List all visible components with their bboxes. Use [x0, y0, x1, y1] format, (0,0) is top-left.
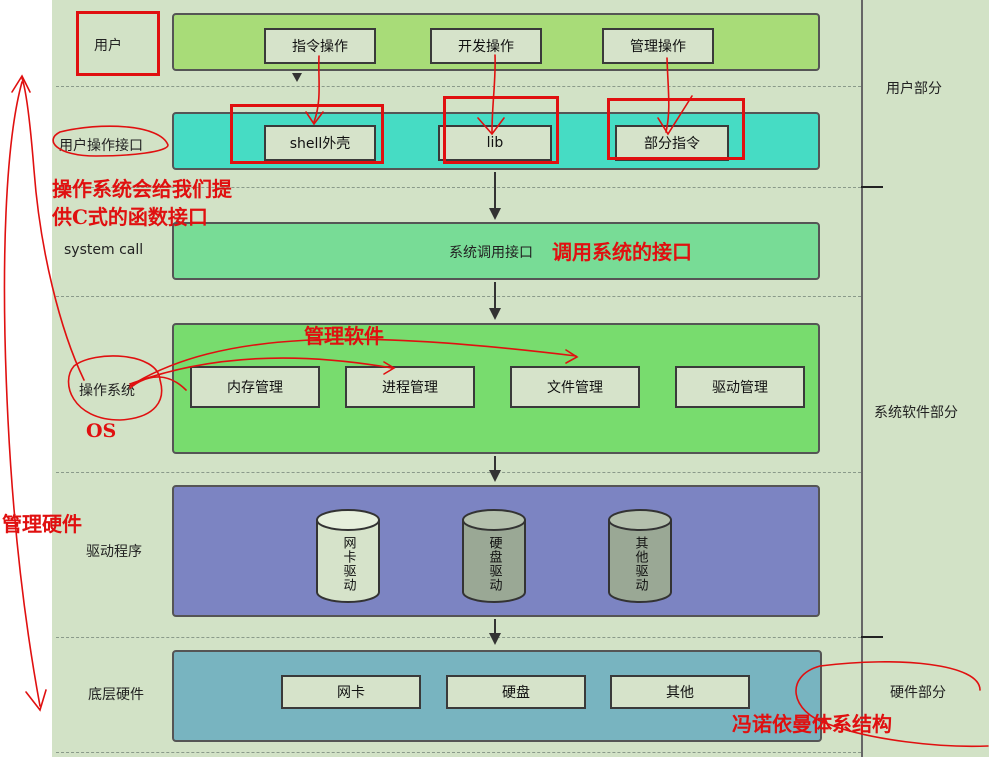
layer-label-hardware: 底层硬件 [88, 687, 144, 703]
section-column-background [862, 0, 989, 757]
highlight-user [76, 11, 160, 76]
pen-stroke [657, 95, 693, 136]
nic-box: 网卡 [281, 675, 421, 709]
circle-hardware-section [795, 661, 989, 748]
row-divider [56, 752, 861, 753]
pen-stroke [477, 117, 505, 136]
disk-driver-label: 硬盘驱动 [486, 536, 502, 592]
layer-label-interface: 用户操作接口 [59, 138, 143, 154]
nic-driver-label: 网卡驱动 [340, 536, 356, 592]
hardware-bracket [21, 77, 85, 381]
other-driver-label: 其他驱动 [632, 536, 648, 592]
circle-os-label [67, 355, 163, 421]
driver-mgmt-box: 驱动管理 [675, 366, 805, 408]
syscall-interface-text: 系统调用接口 [449, 245, 533, 261]
pen-stroke [305, 111, 324, 126]
arrow-head [292, 73, 302, 82]
hardware-bracket [3, 81, 41, 707]
shell-box: shell外壳 [264, 125, 376, 161]
circle-interface-label [52, 125, 169, 157]
manage-arc [129, 357, 393, 385]
annotation-syscall-note: 调用系统的接口 [552, 240, 692, 264]
other-driver-cylinder: 其他驱动 [607, 508, 673, 604]
syscall-band [172, 222, 820, 280]
layer-label-drivers: 驱动程序 [86, 544, 142, 560]
disk-driver-cylinder: 硬盘驱动 [461, 508, 527, 604]
other-box: 其他 [610, 675, 750, 709]
memory-mgmt-box: 内存管理 [190, 366, 320, 408]
highlight-shell [230, 104, 384, 164]
pen-stroke [491, 54, 496, 133]
highlight-lib [443, 96, 559, 164]
pen-stroke [11, 74, 31, 93]
annotation-von-neumann: 冯诺依曼体系结构 [732, 712, 892, 736]
annotation-manage-software: 管理软件 [304, 324, 384, 348]
disk-box: 硬盘 [446, 675, 586, 709]
layer-label-os: 操作系统 [79, 383, 135, 399]
annotation-c-interface-line1: 操作系统会给我们提 [52, 177, 232, 201]
row-divider [56, 637, 861, 638]
nic-driver-cylinder: 网卡驱动 [315, 508, 381, 604]
section-tick-system [861, 636, 883, 638]
section-label-system-software: 系统软件部分 [874, 405, 958, 421]
annotation-os-abbr: OS [86, 420, 117, 442]
section-tick-user [861, 186, 883, 188]
pen-stroke [313, 55, 320, 123]
row-divider [56, 472, 861, 473]
arrow-head [489, 308, 501, 320]
manage-arc [129, 376, 187, 391]
pen-stroke [565, 349, 579, 364]
highlight-partial-commands [607, 98, 745, 160]
user-dev-op-box: 开发操作 [430, 28, 542, 64]
annotation-manage-hardware: 管理硬件 [2, 512, 82, 536]
arrow-head [489, 470, 501, 482]
arrow-head [489, 208, 501, 220]
section-label-user: 用户部分 [886, 81, 942, 97]
pen-stroke [665, 57, 670, 133]
pen-stroke [25, 689, 47, 712]
user-admin-op-box: 管理操作 [602, 28, 714, 64]
row-divider [56, 86, 861, 87]
partial-commands-box: 部分指令 [615, 125, 729, 161]
row-divider [56, 296, 861, 297]
user-command-op-box: 指令操作 [264, 28, 376, 64]
manage-arc [129, 338, 577, 387]
process-mgmt-box: 进程管理 [345, 366, 475, 408]
layer-label-user: 用户 [94, 38, 122, 54]
file-mgmt-box: 文件管理 [510, 366, 640, 408]
annotation-c-interface-line2: 供C式的函数接口 [52, 205, 208, 229]
layer-label-syscall: system call [64, 242, 144, 258]
row-divider [56, 187, 861, 188]
pen-stroke [383, 361, 396, 375]
section-divider-line [861, 0, 863, 757]
section-label-hardware: 硬件部分 [890, 685, 946, 701]
arrow-head [489, 633, 501, 645]
